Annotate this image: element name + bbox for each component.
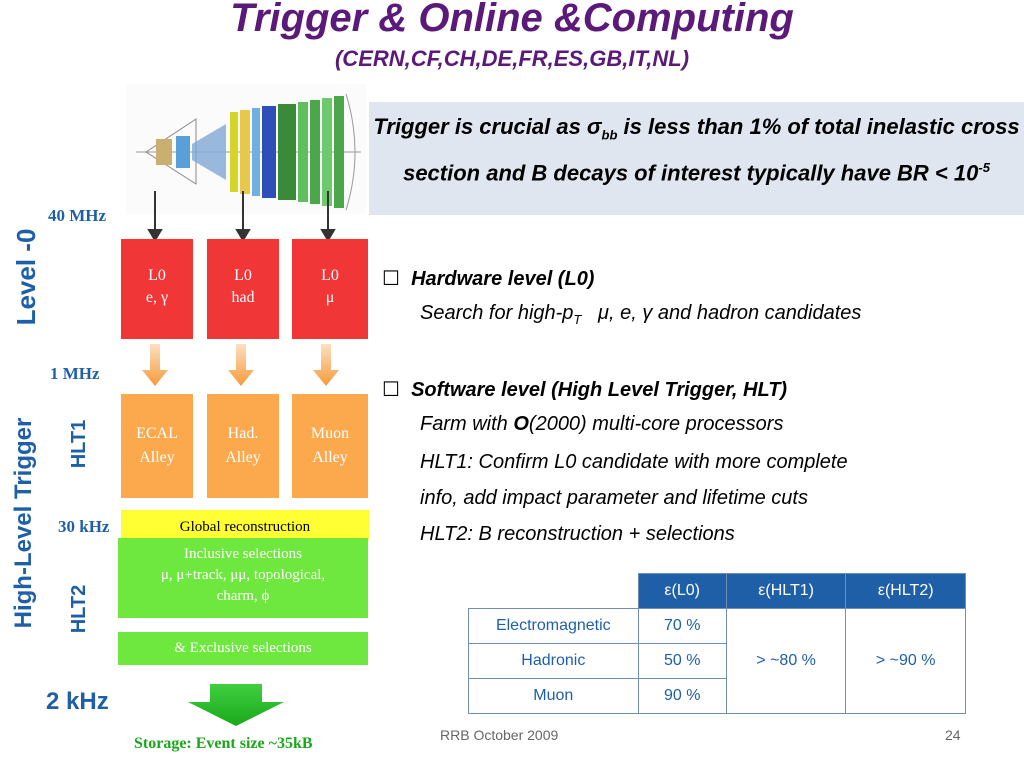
callout-text-pre: Trigger is crucial as σ: [373, 114, 602, 139]
l0-box-mu-line1: L0: [321, 267, 339, 284]
table-row: Hadronic 50 %: [468, 643, 966, 679]
level0-label: Level -0: [11, 228, 41, 326]
hardware-desc-pre: Search for high-p: [420, 302, 574, 324]
ecal-alley-line1: ECAL: [136, 425, 178, 442]
l0-box-e-gamma: L0 e, γ: [121, 239, 193, 339]
global-reconstruction-box: Global reconstruction: [121, 510, 369, 540]
table-row: Muon 90 %: [468, 678, 966, 714]
exclusive-label: & Exclusive selections: [174, 640, 312, 656]
hardware-desc-post: μ, e, γ and hadron candidates: [581, 302, 862, 324]
table-cell-l0: 90 %: [637, 678, 727, 714]
table-header-l0: ε(L0): [637, 573, 727, 609]
table-row-label: Electromagnetic: [468, 608, 639, 644]
l0-box-had: L0 had: [207, 239, 279, 339]
table-cell-hlt1-merged: > ~80 %: [725, 608, 847, 714]
footer-text: RRB October 2009: [440, 727, 559, 743]
had-alley-line1: Had.: [227, 425, 259, 442]
storage-arrow: [188, 684, 284, 726]
slide-subtitle: (CERN,CF,CH,DE,FR,ES,GB,IT,NL): [334, 46, 690, 71]
callout-sup: -5: [978, 160, 990, 176]
hardware-desc-sub: T: [573, 312, 582, 327]
software-line4: HLT2: B reconstruction + selections: [420, 523, 735, 545]
inclusive-line2: μ, μ+track, μμ, topological,: [160, 567, 326, 583]
l0-box-had-line2: had: [231, 289, 255, 306]
software-line1-pre: Farm with: [420, 413, 514, 435]
table-header-empty: [468, 573, 639, 609]
software-line2: HLT1: Confirm L0 candidate with more com…: [420, 451, 848, 473]
detector-to-l0-arrows: [147, 191, 336, 242]
table-cell-l0: 50 %: [637, 643, 727, 679]
inclusive-line1: Inclusive selections: [184, 546, 302, 562]
hardware-level-title: Hardware level (L0): [411, 268, 595, 290]
storage-label: Storage: Event size ~35kB: [134, 735, 313, 752]
hlt2-label: HLT2: [68, 584, 90, 634]
inclusive-line3: charm, ϕ: [216, 588, 270, 604]
table-header-hlt2: ε(HLT2): [845, 573, 966, 609]
software-level-title: Software level (High Level Trigger, HLT): [411, 379, 788, 401]
trigger-callout: Trigger is crucial as σbb is less than 1…: [369, 102, 1024, 215]
callout-text-mid: is less than 1% of total inelastic cross…: [403, 114, 1020, 186]
software-line1-o: O: [513, 413, 529, 435]
exclusive-selections-box: & Exclusive selections: [118, 632, 368, 665]
l0-box-had-line1: L0: [234, 267, 252, 284]
rate-30khz: 30 kHz: [58, 517, 110, 536]
l0-box-e-gamma-line1: L0: [148, 267, 166, 284]
muon-alley-box: Muon Alley: [292, 394, 368, 498]
efficiency-table: ε(L0) ε(HLT1) ε(HLT2) Electromagnetic 70…: [468, 573, 966, 714]
hlt1-label: HLT1: [68, 419, 90, 469]
l0-box-mu: L0 μ: [292, 239, 368, 339]
table-header-row: ε(L0) ε(HLT1) ε(HLT2): [468, 573, 966, 609]
software-line3: info, add impact parameter and lifetime …: [420, 487, 808, 509]
rate-1mhz: 1 MHz: [50, 364, 100, 383]
rate-2khz: 2 kHz: [46, 688, 109, 715]
callout-sub: bb: [601, 127, 618, 143]
slide-title: Trigger & Online &Computing: [230, 0, 794, 40]
l0-box-mu-line2: μ: [325, 289, 335, 306]
hardware-bullet-marker: ☐: [382, 268, 400, 290]
table-cell-l0: 70 %: [637, 608, 727, 644]
lhcb-detector-image: [126, 84, 366, 214]
ecal-alley-line2: Alley: [139, 449, 175, 466]
global-reconstruction-label: Global reconstruction: [179, 519, 311, 535]
rate-40mhz: 40 MHz: [48, 206, 107, 225]
hardware-desc: Search for high-pT μ, e, γ and hadron ca…: [420, 302, 861, 327]
page-number: 24: [945, 727, 961, 743]
muon-alley-line1: Muon: [310, 425, 350, 442]
software-bullet: ☐ Software level (High Level Trigger, HL…: [382, 377, 787, 402]
table-cell-hlt2-merged: > ~90 %: [845, 608, 966, 714]
hlt-label: High-Level Trigger: [10, 417, 37, 629]
table-row-label: Hadronic: [468, 643, 639, 679]
table-row-label: Muon: [468, 678, 639, 714]
muon-alley-line2: Alley: [312, 449, 348, 466]
had-alley-line2: Alley: [225, 449, 261, 466]
software-line1-post: (2000) multi-core processors: [528, 413, 784, 435]
table-row: Electromagnetic 70 % > ~80 % > ~90 %: [468, 608, 966, 714]
ecal-alley-box: ECAL Alley: [121, 394, 193, 498]
l0-to-hlt1-arrows: [142, 344, 339, 386]
table-header-hlt1: ε(HLT1): [725, 573, 847, 609]
had-alley-box: Had. Alley: [207, 394, 279, 498]
software-line1: Farm with O(2000) multi-core processors: [420, 413, 783, 436]
inclusive-selections-box: Inclusive selections μ, μ+track, μμ, top…: [118, 538, 368, 618]
software-bullet-marker: ☐: [382, 379, 400, 401]
l0-box-e-gamma-line2: e, γ: [145, 289, 169, 306]
hardware-bullet: ☐ Hardware level (L0): [382, 266, 594, 291]
